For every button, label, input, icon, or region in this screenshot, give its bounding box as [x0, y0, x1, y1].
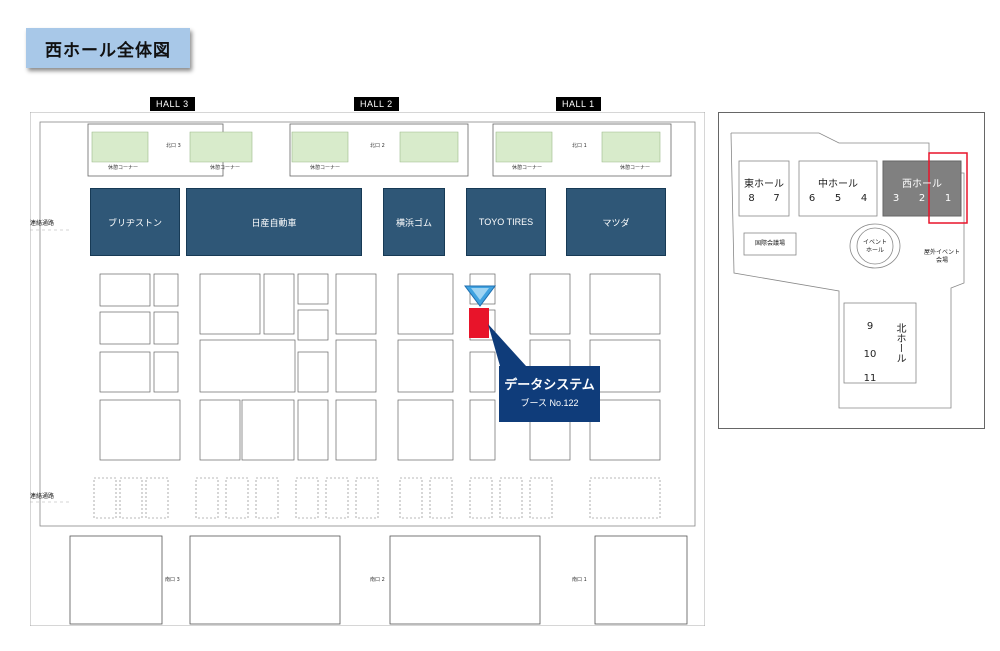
intl-conference-label: 国際会議場 — [754, 240, 785, 247]
booth-callout: データシステム ブース No.122 — [499, 366, 600, 422]
hall-1-label: HALL 1 — [556, 97, 601, 111]
west-hall-label: 西ホール — [902, 179, 942, 190]
booth-yokohama[interactable]: 横浜ゴム — [383, 188, 445, 256]
booth-bridgestone-label: ブリヂストン — [107, 217, 162, 228]
west-hall-1: 1 — [944, 193, 952, 204]
outdoor-event-label: 屋外イベント 会場 — [923, 249, 960, 264]
south-entrance-3: 南口 3 — [165, 577, 180, 583]
hall-3-label: HALL 3 — [150, 97, 195, 111]
north-hall-9: 9 — [866, 321, 874, 332]
venue-overview-drawing — [730, 132, 968, 409]
east-hall-label: 東ホール — [744, 179, 784, 190]
north-hall-label: 北ホール — [894, 323, 905, 363]
east-hall-8: 8 — [748, 193, 755, 204]
callout-booth-number: ブース No.122 — [520, 398, 579, 408]
north-hall-11: 11 — [863, 373, 877, 384]
floor-plan-drawing — [29, 111, 706, 627]
booth-toyo-tires[interactable]: TOYO TIRES — [466, 188, 546, 256]
venue-overview-map: 東ホール 8 7 中ホール 6 5 4 西ホール 3 2 1 国際会議場 イベン… — [718, 112, 985, 429]
north-entrance-3: 北口 3 — [166, 143, 181, 149]
booth-yokohama-label: 横浜ゴム — [395, 217, 432, 228]
corner-label-1: 休憩コーナー — [108, 165, 139, 171]
north-hall-10: 10 — [863, 349, 877, 360]
south-entrance-1: 南口 1 — [572, 577, 587, 583]
corridor-label-bottom: 連絡通路 — [30, 493, 55, 500]
south-entrance-2: 南口 2 — [370, 577, 385, 583]
booth-toyo-tires-label: TOYO TIRES — [478, 217, 534, 227]
central-hall-4: 4 — [860, 193, 868, 204]
callout-name: データシステム — [504, 378, 595, 393]
booth-nissan-label: 日産自動車 — [251, 217, 297, 228]
north-entrance-1: 北口 1 — [572, 143, 587, 149]
corner-label-5: 休憩コーナー — [620, 165, 651, 171]
corridor-label-top: 連絡通路 — [30, 220, 55, 227]
corner-label-4: 休憩コーナー — [512, 165, 543, 171]
page-title: 西ホール全体図 — [26, 28, 190, 68]
location-pin-icon — [464, 285, 496, 307]
callout-pointer — [488, 324, 526, 366]
booth-mazda-label: マツダ — [602, 217, 630, 228]
corner-label-2: 休憩コーナー — [210, 165, 241, 171]
event-hall-label: イベント ホール — [862, 239, 887, 254]
east-hall-7: 7 — [773, 193, 780, 204]
central-hall-label: 中ホール — [818, 179, 858, 190]
booth-nissan[interactable]: 日産自動車 — [186, 188, 362, 256]
north-entrance-2: 北口 2 — [370, 143, 385, 149]
west-hall-2: 2 — [918, 193, 926, 204]
floor-plan: ブリヂストン 日産自動車 横浜ゴム TOYO TIRES マツダ 連絡通路 連絡… — [29, 111, 706, 627]
central-hall-6: 6 — [808, 193, 816, 204]
booth-mazda[interactable]: マツダ — [566, 188, 666, 256]
highlighted-booth[interactable] — [469, 308, 489, 338]
corner-label-3: 休憩コーナー — [310, 165, 341, 171]
west-hall-3: 3 — [892, 193, 900, 204]
central-hall-5: 5 — [834, 193, 842, 204]
booth-bridgestone[interactable]: ブリヂストン — [90, 188, 180, 256]
hall-2-label: HALL 2 — [354, 97, 399, 111]
